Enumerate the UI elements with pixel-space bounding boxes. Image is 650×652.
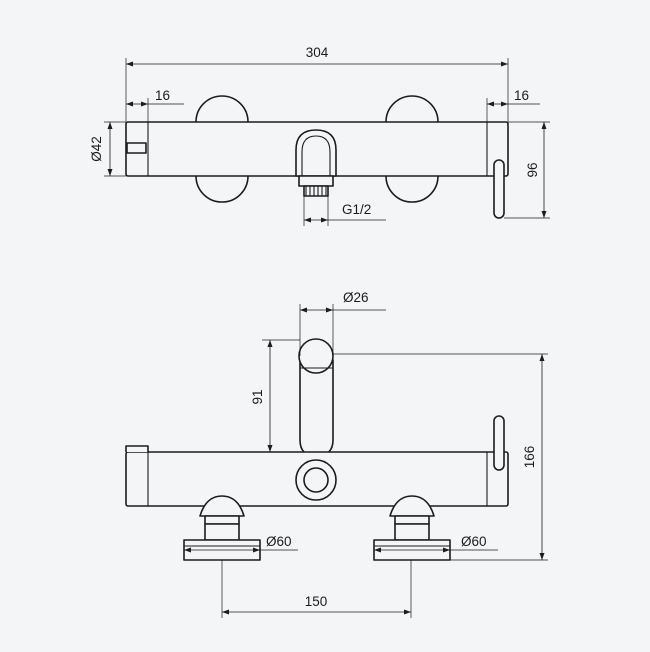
outlet-ring-inner [303, 467, 329, 493]
outlet-nut-top [298, 175, 334, 187]
arrow [501, 61, 508, 67]
arrow [107, 122, 113, 129]
arrow [404, 609, 411, 615]
arrow [304, 217, 311, 223]
arrow [253, 547, 260, 553]
front-view: Ø26 91 166 Ø60 Ø60 150 [125, 290, 548, 618]
dim-right-flange-diameter: Ø60 [461, 534, 487, 549]
arrow [539, 553, 545, 560]
dim-overall-depth: 96 [525, 162, 540, 177]
right-escutcheon [389, 495, 435, 517]
left-handle-tab [125, 445, 149, 452]
outlet-spout-inner [301, 135, 331, 176]
arrow [501, 101, 508, 107]
arrow [487, 101, 494, 107]
dim-left-handle-width: 16 [155, 88, 170, 103]
arrow [326, 307, 333, 313]
spout-front [299, 359, 334, 457]
arrow [374, 547, 381, 553]
lever-front [493, 415, 505, 471]
arrow [141, 101, 148, 107]
arrow [321, 217, 328, 223]
lever-top [493, 159, 505, 219]
arrow [541, 122, 547, 129]
left-escutcheon [199, 495, 245, 517]
left-handle-grip [126, 142, 147, 154]
thread-lines [305, 186, 327, 196]
arrow [267, 445, 273, 452]
inlet-thread [303, 185, 329, 197]
arrow [107, 169, 113, 176]
dim-right-handle-width: 16 [514, 88, 529, 103]
dim-overall-width: 304 [306, 45, 329, 60]
arrow [222, 609, 229, 615]
dim-left-flange-diameter: Ø60 [266, 534, 292, 549]
arrow [300, 307, 307, 313]
left-nut [204, 523, 240, 541]
outlet-spout-top [295, 129, 337, 177]
right-nut [394, 523, 430, 541]
arrow [267, 340, 273, 347]
arrow [443, 547, 450, 553]
left-nut-upper [204, 515, 240, 525]
dim-inlet-thread: G1/2 [342, 202, 371, 217]
dim-spout-diameter: Ø26 [343, 290, 369, 305]
top-view: 304 16 16 Ø42 96 G1/2 [89, 45, 550, 226]
dim-overall-height: 166 [522, 446, 537, 469]
arrow [539, 354, 545, 361]
arrow [126, 101, 133, 107]
right-nut-upper [394, 515, 430, 525]
dim-body-diameter: Ø42 [89, 136, 104, 162]
dim-spout-height: 91 [250, 389, 265, 404]
arrow [541, 211, 547, 218]
arrow [184, 547, 191, 553]
arrow [126, 61, 133, 67]
dim-center-distance: 150 [305, 594, 328, 609]
